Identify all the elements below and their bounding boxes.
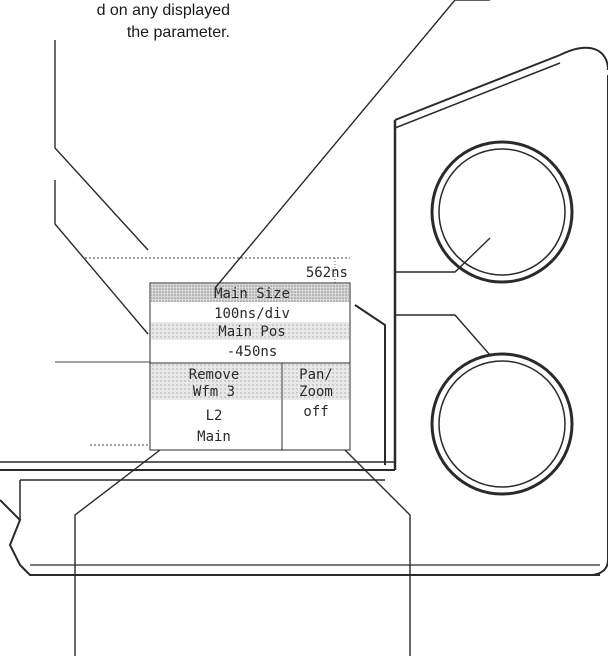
pan-zoom-line-3: off (303, 404, 328, 420)
leader-upper-knob (395, 237, 491, 273)
main-size-value: 100ns/div (214, 306, 290, 322)
remove-highlight (151, 364, 281, 400)
remove-line-2: Wfm 3 (193, 384, 235, 400)
lower-knob (430, 352, 574, 496)
side-menu (149, 282, 351, 451)
screen-readout: 562ns (306, 265, 348, 281)
leader-remove-box (74, 449, 161, 656)
leader-main-size (214, 0, 490, 289)
leader-lines (54, 0, 491, 656)
upper-knob (430, 140, 574, 284)
leader-caption-lower (54, 180, 149, 335)
remove-line-1: Remove (189, 367, 240, 383)
main-pos-highlight (151, 322, 349, 340)
caption-text: d on any displayed the parameter. (0, 0, 230, 44)
main-size-label: Main Size (214, 286, 290, 302)
caption-line-1: d on any displayed (96, 2, 230, 19)
main-size-highlight (151, 284, 349, 302)
leader-pan-zoom-box (344, 449, 411, 656)
pan-zoom-line-2: Zoom (299, 384, 333, 400)
main-pos-value: -450ns (227, 344, 278, 360)
leader-caption-upper (54, 40, 149, 251)
pan-zoom-highlight (283, 364, 349, 400)
main-pos-label: Main Pos (218, 324, 285, 340)
pan-zoom-line-1: Pan/ (299, 367, 333, 383)
leader-lower-knob (395, 314, 491, 356)
caption-line-2: the parameter. (126, 24, 230, 41)
remove-line-3: L2 (206, 408, 223, 424)
remove-line-4: Main (197, 429, 231, 445)
